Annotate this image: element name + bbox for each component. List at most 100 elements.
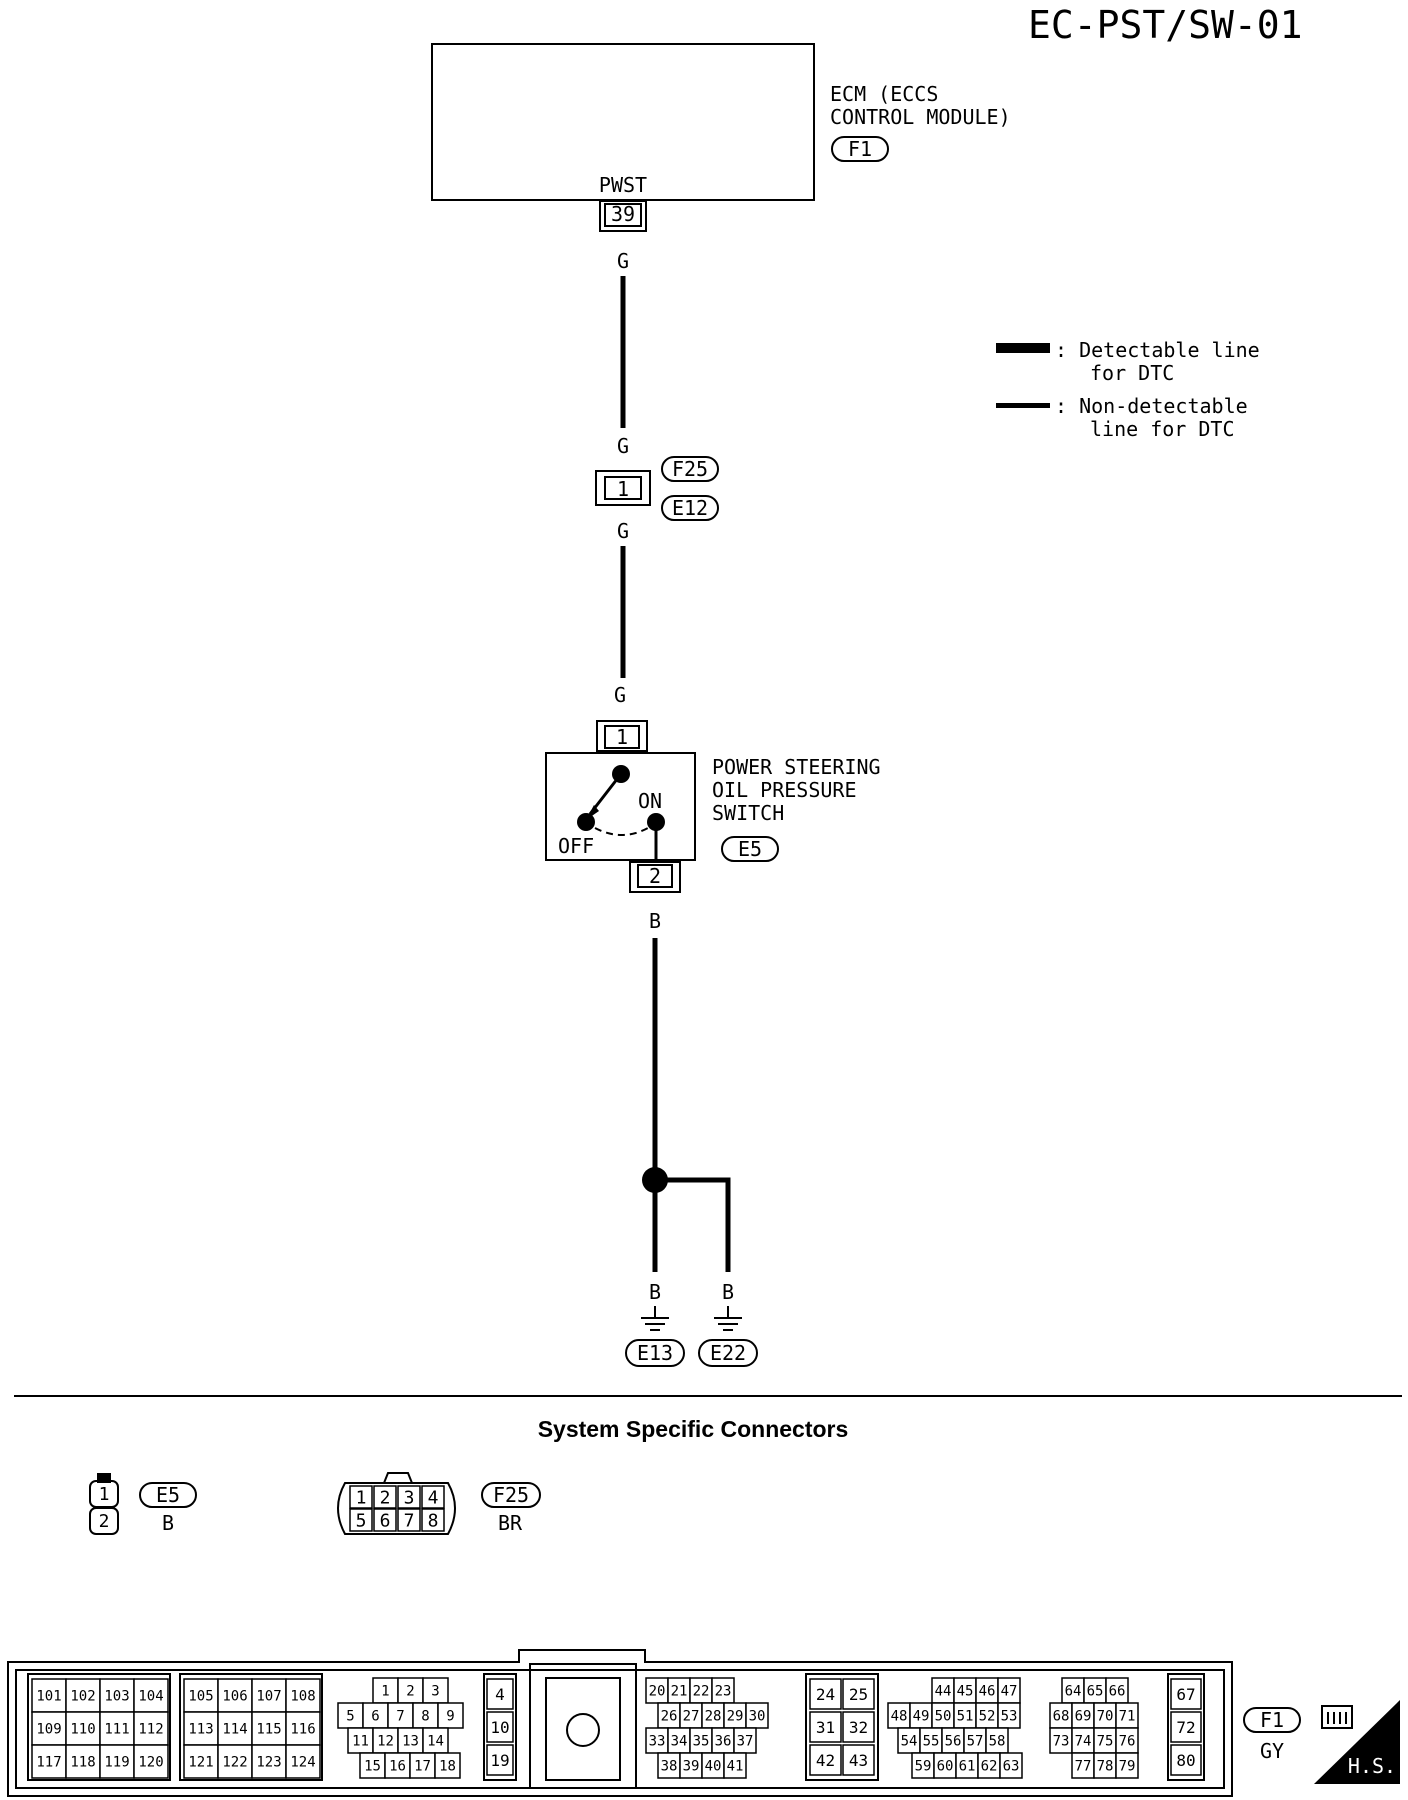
connector-f1-pin: 101 <box>31 1678 67 1713</box>
connector-f1-pin: 36 <box>711 1727 735 1754</box>
connector-f1-pin: 29 <box>723 1702 747 1729</box>
pin-number: 63 <box>1003 1759 1020 1775</box>
connector-f1-pin: 14 <box>422 1727 449 1754</box>
connector-f1-pin: 9 <box>437 1702 464 1729</box>
pin-number: 115 <box>256 1722 281 1738</box>
pin-number: 74 <box>1075 1734 1092 1750</box>
pin-number: 57 <box>967 1734 984 1750</box>
pin-number: 23 <box>715 1684 732 1700</box>
switch-off-label: OFF <box>558 834 594 858</box>
pin-number: 118 <box>70 1755 95 1771</box>
connector-f1-pin: 16 <box>384 1752 411 1779</box>
pin-number: 71 <box>1119 1709 1136 1725</box>
pin-number: 108 <box>290 1689 315 1705</box>
connector-f1-pin: 52 <box>975 1702 999 1729</box>
pin-number: 70 <box>1097 1709 1114 1725</box>
connector-f1-pin: 37 <box>733 1727 757 1754</box>
pin-number: 5 <box>346 1709 354 1725</box>
pin-number: 12 <box>377 1734 394 1750</box>
switch-connector-id: E5 <box>738 837 762 861</box>
connector-f1-pin: 11 <box>347 1727 374 1754</box>
pin-number: 13 <box>402 1734 419 1750</box>
pin-number: 77 <box>1075 1759 1092 1775</box>
pin-number: 114 <box>222 1722 247 1738</box>
connector-f1-pin: 105 <box>183 1678 219 1713</box>
pin-number: 4 <box>428 1487 439 1508</box>
switch-pin-in-connector: 1 <box>596 720 648 752</box>
legend-nondetectable-line2: line for DTC <box>1090 417 1235 441</box>
connector-f1-pin: 65 <box>1083 1677 1107 1704</box>
connector-f1-pin: 118 <box>65 1744 101 1779</box>
connector-f1-pin: 41 <box>723 1752 747 1779</box>
connector-f1-pin: 18 <box>434 1752 461 1779</box>
pin-number: 59 <box>915 1759 932 1775</box>
connectors-section-title: System Specific Connectors <box>538 1416 849 1442</box>
pin-number: 79 <box>1119 1759 1136 1775</box>
ecm-connector-badge: F1 <box>831 136 889 162</box>
pin-number: 27 <box>683 1709 700 1725</box>
connector-f1-pin: 63 <box>999 1752 1023 1779</box>
pin-number: 109 <box>36 1722 61 1738</box>
connector-f1-pin: 21 <box>667 1677 691 1704</box>
pin-number: 7 <box>396 1709 404 1725</box>
connector-f1-pin: 34 <box>667 1727 691 1754</box>
pin-number: 22 <box>693 1684 710 1700</box>
connector-f1-pin: 68 <box>1049 1702 1073 1729</box>
connector-f1-pin: 109 <box>31 1711 67 1746</box>
joint-connector: 1 <box>595 470 651 506</box>
connector-f1-pin: 3 <box>422 1677 449 1704</box>
connector-f1-pin: 62 <box>977 1752 1001 1779</box>
connector-f1-pin: 5 <box>337 1702 364 1729</box>
pin-number: 29 <box>727 1709 744 1725</box>
pin-number: 73 <box>1053 1734 1070 1750</box>
pin-number: 122 <box>222 1755 247 1771</box>
wire-color-switch-in: G <box>614 683 626 707</box>
legend-nondetectable-swatch <box>996 403 1050 408</box>
pin-number: 116 <box>290 1722 315 1738</box>
connector-f25-id: F25 <box>493 1483 529 1507</box>
pin-number: 18 <box>439 1759 456 1775</box>
connector-f1-pin: 28 <box>701 1702 725 1729</box>
pin-number: 80 <box>1176 1751 1195 1770</box>
connector-f1-pin: 19 <box>486 1744 514 1776</box>
pin-number: 69 <box>1075 1709 1092 1725</box>
joint-connector-lower-badge: E12 <box>661 495 719 521</box>
switch-pin-in-number: 1 <box>616 725 628 749</box>
connector-f1-pin: 4 <box>486 1678 514 1710</box>
connector-f1-pin: 58 <box>985 1727 1009 1754</box>
switch-symbol <box>577 765 665 860</box>
connector-f25-pin: 3 <box>397 1485 421 1509</box>
ecm-box <box>431 43 815 201</box>
connector-f25-pin: 5 <box>349 1508 373 1532</box>
ecm-terminal-name: PWST <box>599 173 647 197</box>
ecm-connector-id: F1 <box>848 137 872 161</box>
pin-number: 46 <box>979 1684 996 1700</box>
pin-number: 76 <box>1119 1734 1136 1750</box>
joint-connector-lower-id: E12 <box>672 496 708 520</box>
pin-number: 112 <box>138 1722 163 1738</box>
joint-connector-upper-id: F25 <box>672 457 708 481</box>
pin-number: 124 <box>290 1755 315 1771</box>
connector-f1-pin: 111 <box>99 1711 135 1746</box>
connector-f1-pin: 46 <box>975 1677 999 1704</box>
connector-f1-pin: 32 <box>842 1711 875 1743</box>
connector-f1-pin: 57 <box>963 1727 987 1754</box>
pin-number: 48 <box>891 1709 908 1725</box>
connector-f1-pin: 23 <box>711 1677 735 1704</box>
pin-number: 66 <box>1109 1684 1126 1700</box>
pin-number: 44 <box>935 1684 952 1700</box>
pin-number: 17 <box>414 1759 431 1775</box>
pin-number: 3 <box>404 1487 415 1508</box>
connector-f1-pin: 78 <box>1093 1752 1117 1779</box>
connector-f1-pin: 123 <box>251 1744 287 1779</box>
pin-number: 19 <box>490 1751 509 1770</box>
connector-f1-pin: 79 <box>1115 1752 1139 1779</box>
legend-detectable-swatch <box>996 343 1050 353</box>
connector-f1-pin: 75 <box>1093 1727 1117 1754</box>
connector-f1-pin: 104 <box>133 1678 169 1713</box>
pin-number: 50 <box>935 1709 952 1725</box>
pin-number: 65 <box>1087 1684 1104 1700</box>
connector-f1-pin: 59 <box>911 1752 935 1779</box>
ground-connector-left-badge: E13 <box>625 1339 685 1367</box>
pin-number: 41 <box>727 1759 744 1775</box>
